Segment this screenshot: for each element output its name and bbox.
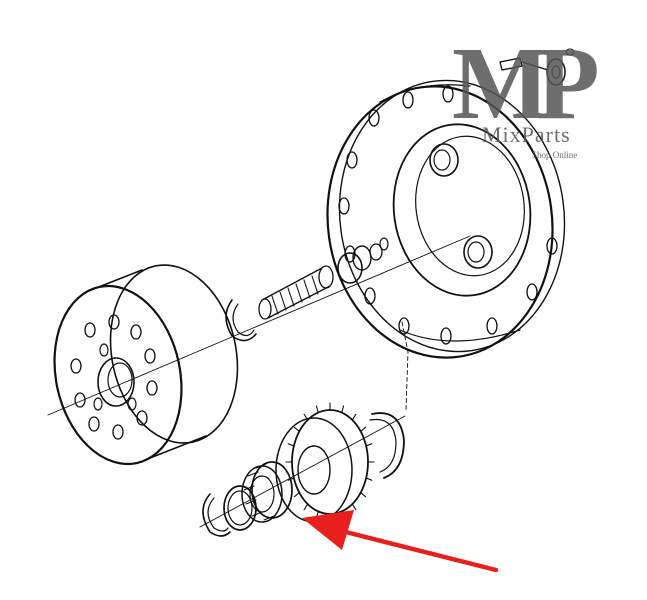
splined-shaft xyxy=(258,265,334,320)
drum-carrier xyxy=(53,264,239,466)
hub-snap-rings xyxy=(337,237,389,284)
gear-tooth xyxy=(351,413,357,421)
gear-tooth xyxy=(303,503,309,511)
gear-tooth xyxy=(303,413,309,421)
large-circlip xyxy=(369,412,405,479)
small-snap-rings xyxy=(202,485,257,537)
gear-tooth xyxy=(287,443,295,447)
gear-tooth xyxy=(351,503,357,511)
needle-roller-bearing xyxy=(241,461,293,523)
gear-tooth xyxy=(293,492,300,498)
gear-tooth xyxy=(365,477,373,481)
gear-tooth xyxy=(365,443,373,447)
gear-tooth xyxy=(315,405,319,414)
planet-pin-bosses xyxy=(429,143,493,269)
bolt-and-washer xyxy=(499,48,575,86)
axis-lines xyxy=(47,235,471,528)
gear-tooth xyxy=(341,405,345,414)
mixparts-logo: MP MixParts Shop Online xyxy=(452,26,611,160)
callout-arrow xyxy=(302,510,499,573)
gear-tooth xyxy=(360,492,367,498)
logo-name: MixParts xyxy=(482,122,571,147)
shaft-retaining-clip xyxy=(225,299,257,342)
logo-tagline: Shop Online xyxy=(532,150,577,160)
drum-holes xyxy=(70,314,158,440)
logo-letters: MP xyxy=(452,26,597,141)
gear-tooth xyxy=(360,426,367,432)
gear-tooth xyxy=(293,426,300,432)
spur-gear xyxy=(275,402,375,523)
